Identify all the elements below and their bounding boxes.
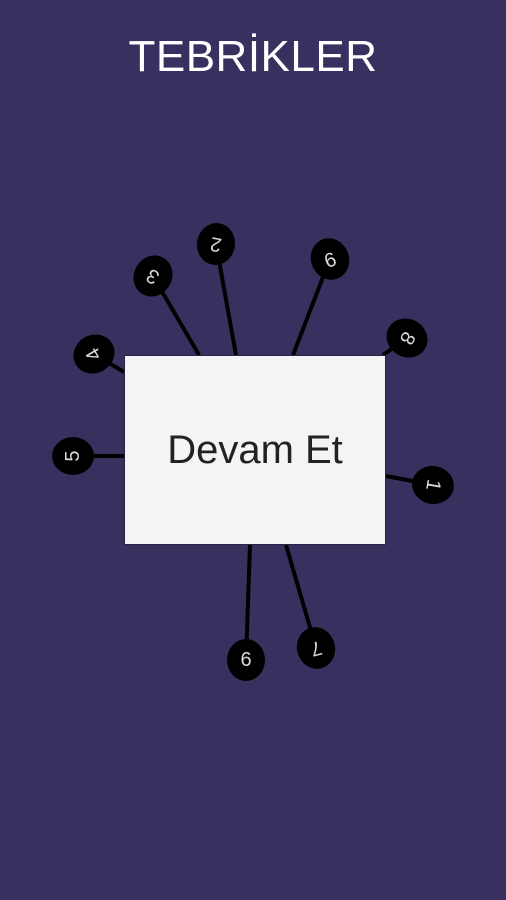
pin-head (386, 318, 428, 358)
pin-7: 7 (284, 544, 336, 669)
pin-3: 3 (133, 255, 201, 357)
pin-head (52, 437, 94, 475)
pin-number: 1 (421, 478, 445, 493)
pin-number: 5 (62, 450, 84, 461)
pin-head (227, 639, 265, 681)
pin-head (296, 627, 336, 669)
pin-number: 6 (240, 649, 251, 671)
pin-number: 7 (308, 636, 324, 660)
pin-4: 4 (73, 334, 126, 374)
page-title: TEBRİKLER (128, 32, 378, 81)
pin-8: 8 (381, 318, 428, 358)
pin-head (412, 465, 454, 505)
pin-number: 2 (209, 232, 224, 256)
pin-1: 1 (385, 465, 454, 505)
pin-head (310, 238, 350, 280)
pin-2: 2 (196, 223, 238, 356)
pin-head (196, 223, 236, 265)
continue-button[interactable]: Devam Et (124, 355, 386, 545)
pin-9: 9 (291, 238, 350, 356)
pin-6: 6 (227, 544, 265, 681)
pin-head (133, 255, 173, 297)
pin-5: 5 (52, 437, 124, 475)
pin-head (73, 334, 115, 374)
